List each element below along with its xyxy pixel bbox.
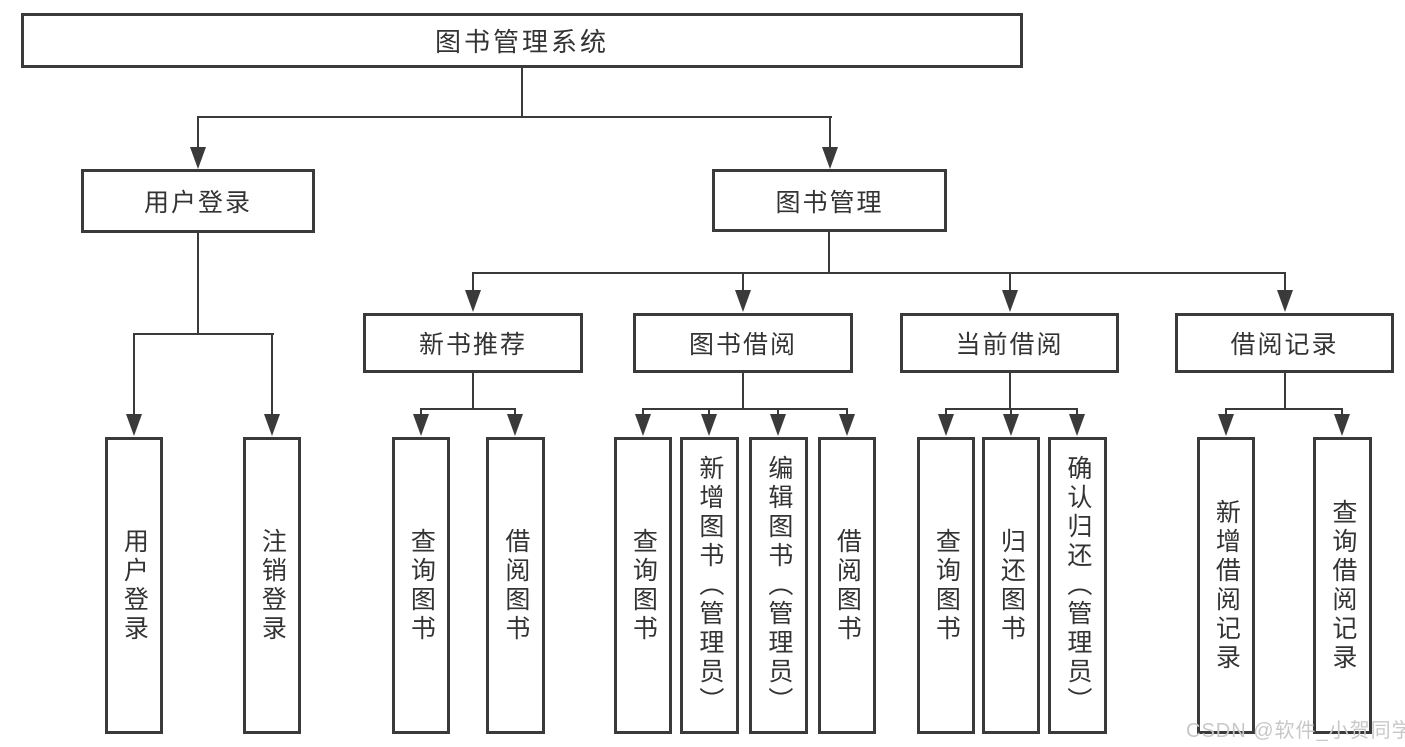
connector-bookmgmt-stem [828,232,830,274]
leaf-query-borrow-record: 查询借阅记录 [1313,437,1372,734]
connector-borrow-stem [742,372,744,409]
node-book-management-label: 图书管理 [775,188,884,217]
leaf-confirm-return-admin: 确认归还（管理员） [1048,437,1107,734]
leaf-borrow-books-2-label: 借阅图书 [833,527,862,644]
arrow-down-icon [264,334,280,436]
leaf-return-books-label: 归还图书 [997,527,1026,644]
arrow-down-icon [1069,409,1085,436]
arrow-down-icon [701,409,717,436]
leaf-query-books-3: 查询图书 [917,437,975,734]
node-new-book-recommend: 新书推荐 [363,313,583,373]
node-book-borrow-label: 图书借阅 [688,331,797,359]
arrow-down-icon [735,273,751,312]
leaf-query-borrow-record-label: 查询借阅记录 [1328,498,1357,673]
leaf-query-books-3-label: 查询图书 [932,527,961,644]
leaf-user-login: 用户登录 [105,437,163,734]
arrow-down-icon [635,409,651,436]
leaf-borrow-books-2: 借阅图书 [818,437,876,734]
arrow-down-icon [1003,409,1019,436]
leaf-return-books: 归还图书 [982,437,1040,734]
node-root-label: 图书管理系统 [434,27,609,57]
connector-userlogin-split [133,333,274,335]
node-new-book-recommend-label: 新书推荐 [418,331,527,359]
node-book-management: 图书管理 [712,169,947,232]
leaf-add-books-admin-label: 新增图书（管理员） [695,455,724,716]
leaf-logout-label: 注销登录 [258,527,287,644]
leaf-add-borrow-record-label: 新增借阅记录 [1212,498,1241,673]
connector-records-split [1225,408,1343,410]
arrow-down-icon [1218,409,1234,436]
leaf-add-borrow-record: 新增借阅记录 [1197,437,1255,734]
arrow-down-icon [465,273,481,312]
leaf-query-books-2-label: 查询图书 [629,527,658,644]
leaf-query-books-2: 查询图书 [614,437,672,734]
connector-bookmgmt-split [472,272,1286,274]
node-root: 图书管理系统 [21,13,1023,68]
connector-records-stem [1284,372,1286,409]
node-current-borrow: 当前借阅 [900,313,1119,373]
arrow-down-icon [822,117,838,169]
arrow-down-icon [1334,409,1350,436]
leaf-add-books-admin: 新增图书（管理员） [680,437,739,734]
node-book-borrow: 图书借阅 [633,313,853,373]
leaf-borrow-books-1-label: 借阅图书 [501,527,530,644]
connector-root-split [197,116,832,118]
leaf-user-login-label: 用户登录 [120,527,149,644]
csdn-watermark: CSDN @软件_小贺同学 [1186,720,1405,742]
node-user-login-label: 用户登录 [143,189,252,217]
connector-borrow-split [642,408,848,410]
leaf-query-books-1: 查询图书 [392,437,450,734]
arrow-down-icon [126,334,142,436]
node-borrow-records: 借阅记录 [1175,313,1394,373]
connector-newbook-stem [472,372,474,409]
node-current-borrow-label: 当前借阅 [955,331,1064,359]
leaf-borrow-books-1: 借阅图书 [486,437,545,734]
arrow-down-icon [770,409,786,436]
arrow-down-icon [190,117,206,169]
arrow-down-icon [413,409,429,436]
leaf-confirm-return-admin-label: 确认归还（管理员） [1063,455,1092,716]
connector-newbook-split [420,408,516,410]
arrow-down-icon [839,409,855,436]
leaf-edit-books-admin-label: 编辑图书（管理员） [764,455,793,716]
leaf-edit-books-admin: 编辑图书（管理员） [749,437,808,734]
node-user-login: 用户登录 [81,169,315,233]
connector-current-stem [1009,372,1011,409]
arrow-down-icon [1277,273,1293,312]
arrow-down-icon [1002,273,1018,312]
node-borrow-records-label: 借阅记录 [1230,331,1339,359]
leaf-logout: 注销登录 [243,437,301,734]
connector-userlogin-stem [197,232,199,335]
connector-root-stem [521,68,523,118]
arrow-down-icon [507,409,523,436]
arrow-down-icon [938,409,954,436]
leaf-query-books-1-label: 查询图书 [407,527,436,644]
